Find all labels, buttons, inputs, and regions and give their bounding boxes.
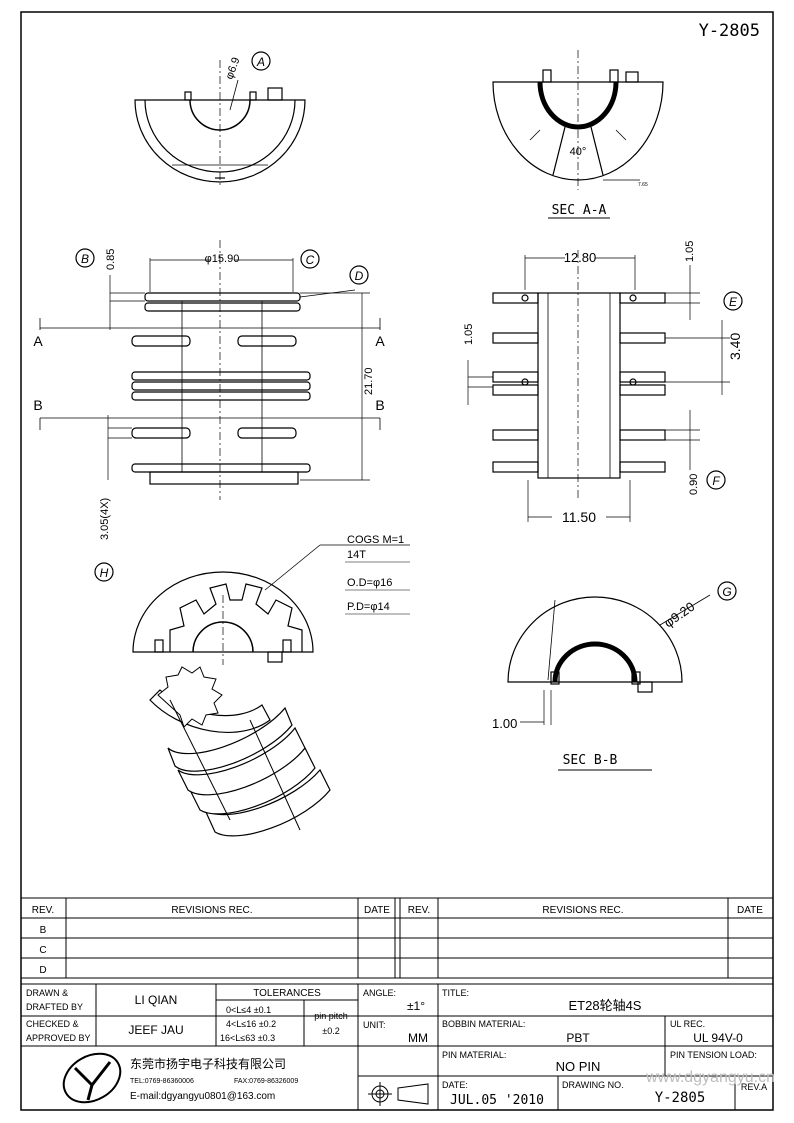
drawing-no-label: DRAWING NO. <box>562 1080 624 1090</box>
front-dim-1590: φ15.90 <box>205 253 240 265</box>
bobbin-value: PBT <box>566 1031 590 1045</box>
view-a <box>134 51 306 185</box>
tol-row-2: 4<L≤16 ±0.2 <box>226 1019 276 1029</box>
side-dim-105-left: 1.05 <box>463 324 475 345</box>
gear-note-teeth: 14T <box>347 549 366 561</box>
title-block <box>20 983 774 1111</box>
side-dim-105-top: 1.05 <box>684 241 696 262</box>
side-dim-1280: 12.80 <box>564 250 597 265</box>
sec-bb-caption: SEC B-B <box>563 753 618 768</box>
tolerances-label: TOLERANCES <box>253 988 321 999</box>
iso-view <box>149 666 331 837</box>
gear-note-pd: P.D=φ14 <box>347 601 390 613</box>
drawn-label-line2: DRAFTED BY <box>26 1002 83 1012</box>
company-tel: TEL:0769-86360006 <box>130 1078 194 1085</box>
pin-tension-label: PIN TENSION LOAD: <box>670 1050 757 1060</box>
side-view <box>467 250 743 522</box>
pin-pitch-label: pin pitch <box>314 1011 348 1021</box>
rev-header-1: REV. <box>32 905 54 916</box>
front-dim-305: 3.05(4X) <box>99 498 111 540</box>
front-dim-085: 0.85 <box>105 249 117 270</box>
title-label: TITLE: <box>442 988 469 998</box>
pin-material-label: PIN MATERIAL: <box>442 1050 506 1060</box>
tol-row-3: 16<L≤63 ±0.3 <box>220 1033 275 1043</box>
front-cut-b-right: B <box>375 397 384 413</box>
gear-view <box>94 544 410 665</box>
sec-bb-dia: φ9.20 <box>661 599 697 631</box>
company-email: E-mail:dgyangyu0801@163.com <box>130 1091 275 1102</box>
front-circle-c: C <box>306 253 315 267</box>
top-drawing-number: Y-2805 <box>699 21 760 41</box>
front-cut-a-right: A <box>375 333 385 349</box>
rev-header-3: DATE <box>364 905 390 916</box>
date-label: DATE: <box>442 1080 468 1090</box>
side-circle-f: F <box>712 474 720 488</box>
side-circle-e: E <box>729 295 738 309</box>
rev-header-6: DATE <box>737 905 763 916</box>
rev-header-2: REVISIONS REC. <box>171 905 252 916</box>
company-logo <box>62 1052 122 1104</box>
rev-header-5: REVISIONS REC. <box>542 905 623 916</box>
side-dim-340: 3.40 <box>727 333 743 360</box>
front-cut-b-left: B <box>33 397 42 413</box>
drawn-label-line1: DRAWN & <box>26 988 68 998</box>
view-a-dia: φ6.9 <box>224 56 243 81</box>
gear-note-cogs: COGS M=1 <box>347 534 404 546</box>
sec-aa-angle: 40° <box>570 146 587 158</box>
front-cut-a-left: A <box>33 333 43 349</box>
sec-bb-view <box>507 581 737 771</box>
checked-value: JEEF JAU <box>128 1023 183 1037</box>
rev-row-b: B <box>40 925 47 936</box>
checked-label-line2: APPROVED BY <box>26 1033 91 1043</box>
bobbin-label: BOBBIN MATERIAL: <box>442 1019 525 1029</box>
rev-header-4: REV. <box>408 905 430 916</box>
side-dim-1150: 11.50 <box>562 509 596 525</box>
gear-note-od: O.D=φ16 <box>347 577 392 589</box>
gear-circle-h: H <box>100 566 109 580</box>
drawn-value: LI QIAN <box>135 993 178 1007</box>
company-name: 东莞市扬宇电子科技有限公司 <box>130 1056 286 1071</box>
angle-label: ANGLE: <box>363 988 396 998</box>
sheet-border <box>20 11 774 1111</box>
view-a-label: A <box>256 55 265 69</box>
ul-value: UL 94V-0 <box>693 1031 743 1045</box>
ul-label: UL REC. <box>670 1019 705 1029</box>
front-dim-2170: 21.70 <box>363 367 375 395</box>
watermark: www.dgyangyu.cn <box>645 1069 775 1086</box>
angle-value: ±1° <box>407 999 425 1013</box>
sec-aa-view <box>492 50 664 219</box>
front-view <box>39 240 381 500</box>
title-value: ET28轮轴4S <box>569 998 642 1013</box>
revision-table <box>20 897 774 979</box>
company-fax: FAX:0769-86326009 <box>234 1078 298 1085</box>
pin-material-value: NO PIN <box>556 1059 601 1074</box>
checked-label-line1: CHECKED & <box>26 1019 79 1029</box>
unit-value: MM <box>408 1031 428 1045</box>
date-value: JUL.05 '2010 <box>450 1093 544 1108</box>
sec-bb-dim-100: 1.00 <box>492 716 517 731</box>
drawing-no-value: Y-2805 <box>655 1090 706 1106</box>
tol-row-1: 0<L≤4 ±0.1 <box>226 1005 271 1015</box>
rev-row-c: C <box>39 945 46 956</box>
front-circle-d: D <box>355 269 364 283</box>
side-dim-090: 0.90 <box>688 474 700 495</box>
pin-pitch-value: ±0.2 <box>322 1026 339 1036</box>
rev-row-d: D <box>39 965 46 976</box>
projection-symbol <box>368 1082 429 1106</box>
rev-a-label: REV.A <box>741 1082 767 1092</box>
front-circle-b: B <box>81 252 89 266</box>
sec-aa-small-dim: 7.65 <box>638 182 648 188</box>
sec-aa-caption: SEC A-A <box>552 203 607 218</box>
sec-bb-circle-g: G <box>722 585 731 599</box>
unit-label: UNIT: <box>363 1020 386 1030</box>
